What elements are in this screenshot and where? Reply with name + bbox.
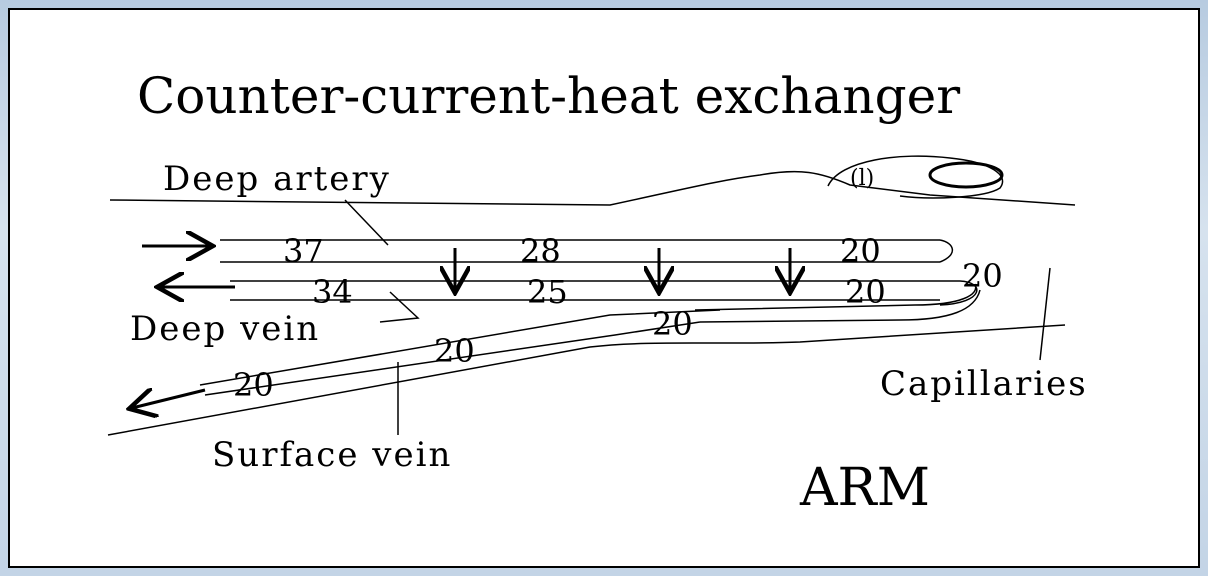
arm-lower-outline xyxy=(107,324,1066,436)
deep-artery-label: Deep artery xyxy=(163,159,391,199)
capillary-outer-loop xyxy=(699,289,981,323)
deep-artery-leader xyxy=(344,199,389,246)
temp-artery-mid: 28 xyxy=(520,232,561,270)
surface-vein-label: Surface vein xyxy=(212,435,452,475)
hand-mark: (l) xyxy=(850,166,874,191)
hand-outline xyxy=(827,155,1004,199)
temp-surface-vein-exit: 20 xyxy=(233,366,274,404)
temp-surface-vein-hand: 20 xyxy=(652,305,693,343)
thumbnail-shape xyxy=(928,161,1004,189)
arm-label: ARM xyxy=(799,458,930,518)
temp-deep-vein-end: 20 xyxy=(845,273,886,311)
surface-vein-wall-top xyxy=(199,309,721,386)
capillary-loop xyxy=(694,280,978,311)
temp-deep-vein-mid: 25 xyxy=(527,273,568,311)
deep-vein-label: Deep vein xyxy=(130,309,320,349)
surface-vein-wall-bottom xyxy=(204,321,701,396)
temp-capillaries: 20 xyxy=(962,257,1003,295)
temp-artery-end: 20 xyxy=(840,232,881,270)
capillaries-label: Capillaries xyxy=(880,364,1088,404)
capillaries-leader xyxy=(1039,267,1051,361)
deep-vein-leader xyxy=(379,291,420,323)
temp-artery-entry: 37 xyxy=(283,232,324,270)
temp-deep-vein-exit: 34 xyxy=(312,273,353,311)
surface-outflow-arrow xyxy=(132,390,206,408)
temp-surface-vein-mid: 20 xyxy=(434,332,475,370)
diagram-title: Counter-current-heat exchanger xyxy=(137,67,960,125)
artery-turn xyxy=(939,239,954,263)
